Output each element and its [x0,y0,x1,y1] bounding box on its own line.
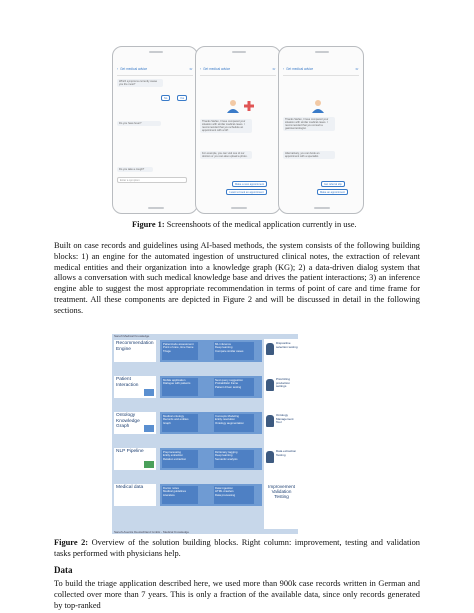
body-paragraph: Built on case records and guidelines usi… [54,241,420,315]
block-label-text: Recommendation Engine [116,341,154,352]
block-details: Preprocessing Entity extraction Relation… [160,448,262,470]
block-label: Ontology Knowledge Graph [114,412,156,434]
phone-header: ‹Get medical advice ☏ [200,67,276,76]
phone-icon: ☏ [272,67,276,71]
block-details: Patientcode assessment Point of care, ti… [160,340,262,362]
detail-cell: Dictionary tagging Deep learning Semanti… [214,450,254,468]
detail-cell: ML inference Deep learning Compare simil… [214,342,254,360]
doctor-avatar-icon [227,100,239,113]
block-label-text: Ontology Knowledge Graph [116,413,140,429]
detail-cell: Next query suggestion Probabilistic fram… [214,378,254,396]
chat-bubble: Thanks Stefan, I have compared your situ… [283,117,335,131]
phone-icon: ☏ [355,67,359,71]
validation-item: Ontology Management Tool [266,413,298,435]
phone-screenshot-3: ‹Get medical advice ☏ Thanks Stefan, I h… [278,46,364,214]
diagram-title: Sanofi Medical Knowledge [114,334,150,338]
block-details: Doctor notes Medical guidelines Literatu… [160,484,262,506]
chat-bubble: Which symptoms currently cause you the m… [117,79,163,87]
figure1-caption-label: Figure 1: [132,220,165,229]
section-heading: Data [54,565,73,575]
physician-icon [266,415,274,427]
chat-bubble: Thanks Stefan, I have compared your situ… [200,119,252,133]
block-label-text: Patient Interaction [116,377,139,388]
answer-button: No [161,95,171,101]
pipeline-thumbnail-icon [144,461,154,468]
block-label-text: NLP Pipeline [116,449,144,454]
detail-cell: Doctor notes Medical guidelines Literatu… [162,486,198,504]
validation-item-text: Dispositive selection testing [276,341,298,349]
figure1-caption-text: Screenshoots of the medical application … [166,220,357,229]
physician-icon [266,451,274,463]
doctor-avatar-icon [312,100,324,113]
referral-button: Get referral slip [321,181,345,187]
phone-header-title: Get medical advice [203,67,231,71]
detail-cell: Data ingestion HTML crawlers Data proces… [214,486,254,504]
detail-cell: Patientcode assessment Point of care, ti… [162,342,198,360]
phone-icon: ☏ [189,67,193,71]
body-paragraph: To build the triage application describe… [54,579,420,610]
validation-column-title: Improvement Validation Testing [268,484,295,500]
book-appointment-button: I want to book an appointment [226,189,267,195]
block-label: Recommendation Engine [114,340,156,362]
chat-bubble: Do you take a cough? [117,167,153,172]
validation-item: Data extraction Testing [266,449,298,471]
answer-button: Yes [177,95,188,101]
physician-icon [266,379,274,391]
block-details: Mobile application Dialogue with patient… [160,376,262,398]
home-indicator [148,207,164,209]
phone-notch [232,51,246,53]
phone-screenshot-2: ‹Get medical advice ☏ Thanks Stefan, I h… [195,46,281,214]
validation-item-text: Data extraction Testing [276,449,297,457]
phone-header-title: Get medical advice [286,67,314,71]
validation-item: Prioritizing production settings [266,377,298,399]
phone-screen: Which symptoms currently cause you the m… [117,77,193,201]
medical-icon [244,101,254,111]
figure2-caption-label: Figure 2: [54,538,89,547]
figure2-caption: Figure 2: Overview of the solution build… [54,538,420,560]
block-label-text: Medical data [116,485,144,490]
block-details: Medical ontology Records and entities Gr… [160,412,262,434]
validation-item: Dispositive selection testing [266,341,298,363]
back-arrow-icon: ‹ [200,67,202,71]
detail-cell: Medical ontology Records and entities Gr… [162,414,198,432]
chat-bubble: For example, you can visit one of our do… [200,151,252,159]
validation-item-text: Ontology Management Tool [276,413,294,425]
phone-notch [149,51,163,53]
back-arrow-icon: ‹ [117,67,119,71]
home-indicator [231,207,247,209]
detail-cell: Mobile application Dialogue with patient… [162,378,198,396]
phone-header-title: Get medical advice [120,67,148,71]
figure2-diagram: Sanofi Medical Knowledge Recommendation … [112,334,298,534]
detail-cell: Preprocessing Entity extraction Relation… [162,450,198,468]
validation-column: Dispositive selection testing Prioritizi… [264,339,298,529]
block-label: Patient Interaction [114,376,156,398]
phone-thumbnail-icon [144,389,154,396]
block-label: NLP Pipeline [114,448,156,470]
validation-item-text: Prioritizing production settings [276,377,291,389]
figure1-caption: Figure 1: Screenshoots of the medical ap… [132,219,432,230]
figure2-caption-text: Overview of the solution building blocks… [54,538,420,558]
physician-icon [266,343,274,355]
appointment-button: Make a new appointment [232,181,267,187]
input-field: Enter a symptom [117,177,187,183]
graph-thumbnail-icon [144,425,154,432]
detail-cell: Concepts Modeling Entity resolution Onto… [214,414,254,432]
phone-screenshot-1: ‹Get medical advice ☏ Which symptoms cur… [112,46,198,214]
phone-screen: Thanks Stefan, I have compared your situ… [283,77,359,201]
diagram-footer: Sanofi-Aventis Deutschland GmbH - Medica… [114,530,189,534]
appointment-button: Make an appointment [317,189,348,195]
chat-bubble: Alternatively, you can book an appointme… [283,151,335,159]
phone-notch [315,51,329,53]
phone-screen: Thanks Stefan, I have compared your situ… [200,77,276,201]
home-indicator [314,207,330,209]
phone-header: ‹Get medical advice ☏ [117,67,193,76]
block-label: Medical data [114,484,156,506]
phone-header: ‹Get medical advice ☏ [283,67,359,76]
back-arrow-icon: ‹ [283,67,285,71]
chat-bubble: Do you have fever? [117,121,161,126]
